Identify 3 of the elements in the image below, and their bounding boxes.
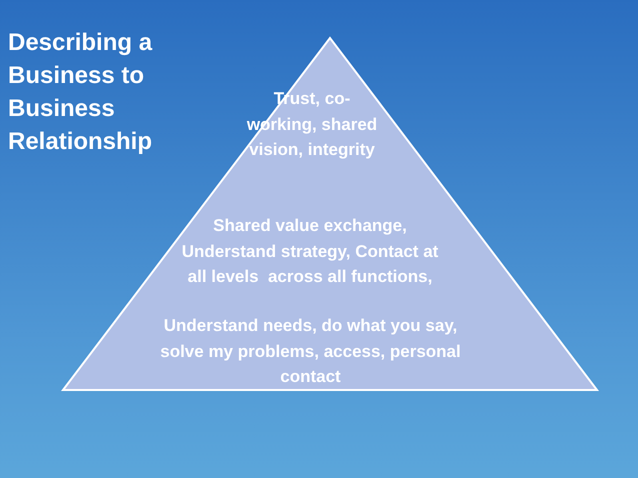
slide-title: Describing a Business to Business Relationship xyxy=(8,28,154,157)
pyramid-text: Shared value exchange, Understand strategy, Contact at all levels across all functions, xyxy=(180,215,440,288)
pyramid-text: Understand needs, do what you say, solve my problems, access, personal contact xyxy=(159,315,462,388)
